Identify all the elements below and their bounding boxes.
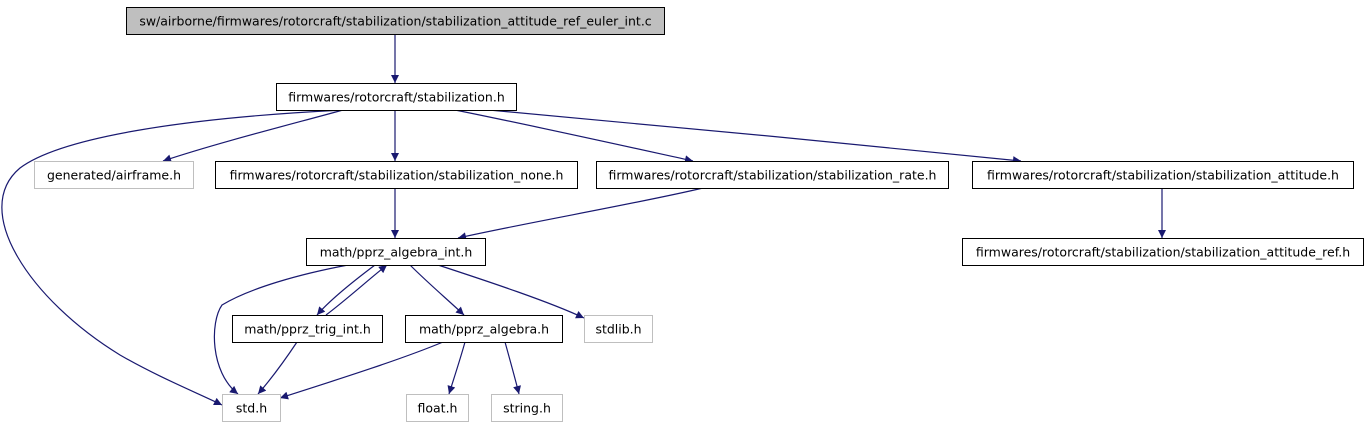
node-label: firmwares/rotorcraft/stabilization/stabi…: [976, 245, 1350, 260]
node-box: [34, 161, 194, 189]
node-label: firmwares/rotorcraft/stabilization/stabi…: [987, 168, 1339, 183]
node-box: [962, 238, 1364, 266]
node-label: firmwares/rotorcraft/stabilization/stabi…: [609, 168, 937, 183]
nodes: sw/airborne/firmwares/rotorcraft/stabili…: [34, 7, 1364, 422]
node-label: stdlib.h: [595, 322, 641, 337]
edge-algint-to-alg: [409, 264, 465, 316]
node-box: [276, 83, 517, 111]
node-std: std.h: [222, 394, 281, 422]
node-att[interactable]: firmwares/rotorcraft/stabilization/stabi…: [972, 161, 1354, 189]
edge-stab-to-std: [1, 109, 345, 406]
node-label: firmwares/rotorcraft/stabilization.h: [288, 90, 505, 105]
node-label: float.h: [418, 401, 458, 416]
node-box: [972, 161, 1354, 189]
edges: [1, 34, 1166, 406]
edge-stab-to-airframe: [162, 109, 344, 163]
node-box: [406, 394, 469, 422]
edge-alg-to-float: [447, 341, 466, 395]
node-string: string.h: [491, 394, 563, 422]
node-label: sw/airborne/firmwares/rotorcraft/stabili…: [139, 14, 651, 29]
node-trig[interactable]: math/pprz_trig_int.h: [232, 315, 383, 343]
edge-trig-to-algint: [325, 264, 388, 316]
edge-alg-to-std: [279, 341, 444, 400]
node-stab[interactable]: firmwares/rotorcraft/stabilization.h: [276, 83, 517, 111]
node-root[interactable]: sw/airborne/firmwares/rotorcraft/stabili…: [126, 7, 665, 35]
node-label: firmwares/rotorcraft/stabilization/stabi…: [230, 168, 564, 183]
node-alg[interactable]: math/pprz_algebra.h: [405, 315, 563, 343]
edge-stab-to-att: [488, 109, 1022, 165]
node-label: std.h: [236, 401, 267, 416]
edge-stab-to-rate: [454, 109, 694, 164]
node-airframe: generated/airframe.h: [34, 161, 194, 189]
node-label: string.h: [503, 401, 551, 416]
node-label: math/pprz_algebra.h: [419, 322, 549, 337]
node-label: generated/airframe.h: [47, 168, 181, 183]
node-box: [405, 315, 563, 343]
node-none[interactable]: firmwares/rotorcraft/stabilization/stabi…: [215, 161, 578, 189]
edge-trig-to-std: [257, 341, 298, 395]
node-box: [232, 315, 383, 343]
node-box: [126, 7, 665, 35]
node-box: [306, 238, 486, 266]
node-label: math/pprz_algebra_int.h: [320, 245, 473, 260]
node-box: [596, 161, 949, 189]
node-box: [584, 315, 653, 343]
node-stdlib: stdlib.h: [584, 315, 653, 343]
node-box: [215, 161, 578, 189]
edge-rate-to-algint: [457, 187, 704, 241]
node-label: math/pprz_trig_int.h: [244, 322, 371, 337]
edge-algint-to-trig: [316, 264, 376, 316]
node-attref[interactable]: firmwares/rotorcraft/stabilization/stabi…: [962, 238, 1364, 266]
edge-algint-to-stdlib: [437, 264, 585, 319]
edge-algint-to-std: [213, 264, 349, 395]
node-box: [222, 394, 281, 422]
edge-alg-to-string: [504, 341, 521, 395]
node-rate[interactable]: firmwares/rotorcraft/stabilization/stabi…: [596, 161, 949, 189]
node-box: [491, 394, 563, 422]
node-float: float.h: [406, 394, 469, 422]
node-algint[interactable]: math/pprz_algebra_int.h: [306, 238, 486, 266]
